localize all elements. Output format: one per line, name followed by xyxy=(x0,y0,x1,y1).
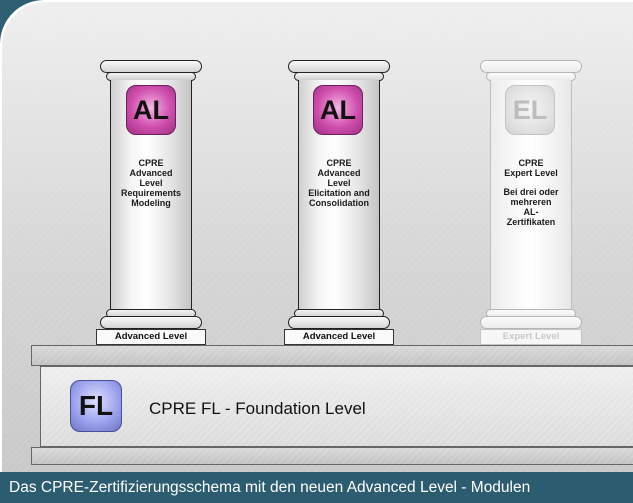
caption: Das CPRE-Zertifizierungsschema mit den n… xyxy=(0,472,633,503)
desc-line: Advanced xyxy=(317,168,361,178)
desc-line: Requirements xyxy=(120,188,182,198)
advanced-level-plaque: Advanced Level xyxy=(284,329,394,345)
desc-line: Level xyxy=(139,178,163,188)
pillar-bottom-cap xyxy=(480,316,582,329)
desc-line: Advanced xyxy=(129,168,173,178)
desc-line: Elicitation and xyxy=(308,188,370,198)
desc-line: Expert Level xyxy=(504,168,558,178)
desc-line: CPRE xyxy=(138,158,164,168)
foundation-label: CPRE FL - Foundation Level xyxy=(149,399,366,418)
desc-gap xyxy=(480,178,582,187)
pillar-bottom-cap xyxy=(100,316,202,329)
desc-line: Modeling xyxy=(131,198,171,208)
upper-ledge xyxy=(31,345,633,366)
desc-line: CPRE xyxy=(326,158,352,168)
lower-ledge xyxy=(31,447,633,465)
desc-line: Zertifikaten xyxy=(506,217,556,227)
pillar-description: CPRE Expert Level Bei drei oder mehreren… xyxy=(480,158,582,227)
foundation-block xyxy=(40,366,633,447)
pillar-description: CPRE Advanced Level Requirements Modelin… xyxy=(100,158,202,208)
desc-line: Level xyxy=(327,178,351,188)
pillar-bottom-cap xyxy=(288,316,390,329)
desc-line: Consolidation xyxy=(309,198,369,208)
desc-line: Bei drei oder xyxy=(503,187,559,197)
al-badge: AL xyxy=(126,85,176,135)
al-badge: AL xyxy=(313,85,363,135)
desc-line: CPRE xyxy=(518,158,544,168)
expert-level-plaque: Expert Level xyxy=(480,329,582,345)
desc-line: AL- xyxy=(523,207,539,217)
pillar-description: CPRE Advanced Level Elicitation and Cons… xyxy=(288,158,390,208)
fl-badge: FL xyxy=(70,380,122,432)
advanced-level-plaque: Advanced Level xyxy=(96,329,206,345)
desc-line: mehreren xyxy=(510,197,552,207)
el-badge: EL xyxy=(505,85,555,135)
